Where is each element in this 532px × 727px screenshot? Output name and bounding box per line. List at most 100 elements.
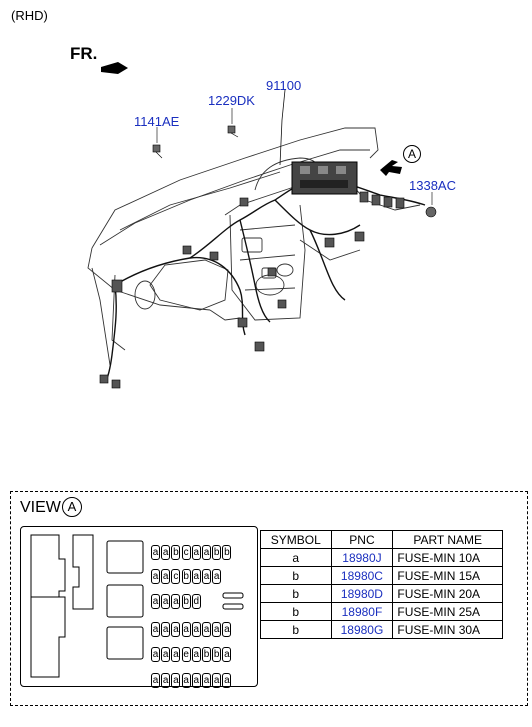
fuse-slot: a <box>191 673 201 688</box>
connector <box>209 251 219 261</box>
fuse-slot: b <box>171 545 181 560</box>
connector <box>254 341 265 352</box>
table-row: a 18980J FUSE-MIN 10A <box>260 548 503 567</box>
fuse-table: SYMBOL PNC PART NAME a 18980J FUSE-MIN 1… <box>260 530 503 639</box>
cell-pnc[interactable]: 18980D <box>330 584 394 603</box>
cell-pnc[interactable]: 18980J <box>330 548 394 567</box>
table-row: b 18980F FUSE-MIN 25A <box>260 602 503 621</box>
front-label: FR. <box>70 44 98 63</box>
connector <box>267 267 277 277</box>
cell-pnc[interactable]: 18980F <box>330 602 394 621</box>
glovebox <box>149 259 229 311</box>
junction-box <box>291 161 358 195</box>
table-header-symbol: SYMBOL <box>260 530 332 549</box>
fuse-slot: a <box>191 622 201 637</box>
callout-1338ac: 1338AC <box>409 178 456 193</box>
fuse-slot: a <box>191 545 201 560</box>
fuse-slot: a <box>212 569 222 584</box>
fuse-slot: b <box>181 569 191 584</box>
table-row: b 18980C FUSE-MIN 15A <box>260 566 503 585</box>
fuse-slot: a <box>151 647 160 662</box>
cell-part-name: FUSE-MIN 30A <box>392 620 503 639</box>
connector <box>182 245 192 255</box>
fuse-slot: a <box>171 594 181 609</box>
cell-part-name: FUSE-MIN 25A <box>392 602 503 621</box>
fuse-slot: a <box>212 673 222 688</box>
fuse-slot: a <box>171 622 181 637</box>
fuse-slot: a <box>222 647 232 662</box>
fuse-slot: a <box>191 569 201 584</box>
callout-91100: 91100 <box>266 78 302 93</box>
nut-icon <box>425 206 437 218</box>
table-row: b 18980D FUSE-MIN 20A <box>260 584 503 603</box>
variant-label: (RHD) <box>11 8 48 23</box>
fuse-slot: a <box>151 622 160 637</box>
fuse-box-drawing <box>30 534 244 678</box>
fuse-slot: a <box>202 569 211 584</box>
view-title: VIEW <box>20 499 61 516</box>
view-arrow-icon <box>380 160 402 176</box>
fuse-slot: b <box>202 647 211 662</box>
connector <box>99 374 109 384</box>
front-arrow-icon <box>101 62 128 74</box>
fuse-slot: a <box>181 673 191 688</box>
cell-symbol: a <box>260 548 332 567</box>
fuse-slot: a <box>202 545 211 560</box>
cell-symbol: b <box>260 620 332 639</box>
table-header-part-name: PART NAME <box>392 530 503 549</box>
fuse-slot: a <box>212 622 222 637</box>
fuse-slot: a <box>161 673 171 688</box>
table-row: b 18980G FUSE-MIN 30A <box>260 620 503 639</box>
fuse-slot: d <box>191 594 201 609</box>
left-slot <box>72 534 94 610</box>
wiring-diagram <box>87 62 437 389</box>
table-header-pnc: PNC <box>330 530 394 549</box>
fuse-slot: a <box>222 673 232 688</box>
fuse-slot: a <box>161 545 171 560</box>
connector <box>277 299 287 309</box>
fuse-slot: e <box>181 647 191 662</box>
cell-part-name: FUSE-MIN 10A <box>392 548 503 567</box>
connector <box>359 191 369 203</box>
harness-main <box>114 256 246 336</box>
callout-1141ae: 1141AE <box>134 114 180 129</box>
fuse-slot: a <box>151 594 160 609</box>
fuse-slot: b <box>222 545 232 560</box>
fuse-slot: a <box>151 569 160 584</box>
fuse-slot: a <box>161 647 171 662</box>
cell-symbol: b <box>260 566 332 585</box>
connector <box>237 317 248 328</box>
bolt-icon <box>227 125 239 138</box>
connector <box>371 194 381 206</box>
cell-part-name: FUSE-MIN 15A <box>392 566 503 585</box>
relay <box>106 540 144 574</box>
fuse-slot: a <box>171 673 181 688</box>
fuse-slot: a <box>161 569 171 584</box>
fuse-slot: c <box>181 545 191 560</box>
fuse-slot: c <box>171 569 181 584</box>
fuse-slot: a <box>202 673 211 688</box>
fuse-slot: a <box>191 647 201 662</box>
fuse-slot: b <box>212 647 222 662</box>
relay <box>106 626 144 660</box>
connector <box>395 197 405 209</box>
view-ref-badge: A <box>62 497 82 517</box>
fuse-slot: a <box>222 622 232 637</box>
connector <box>324 237 335 248</box>
connector <box>383 196 393 208</box>
bolt-icon <box>152 144 163 159</box>
connector <box>111 379 121 389</box>
fuse-slot: a <box>171 647 181 662</box>
dashboard-top <box>91 127 379 249</box>
view-panel <box>10 491 528 706</box>
relay <box>106 584 144 618</box>
cell-pnc[interactable]: 18980C <box>330 566 394 585</box>
connector <box>354 231 365 242</box>
fuse-slot: b <box>181 594 191 609</box>
fuse-slot: a <box>202 622 211 637</box>
fuse-slot: a <box>181 622 191 637</box>
fuse-slot: a <box>161 594 171 609</box>
cell-pnc[interactable]: 18980G <box>330 620 394 639</box>
fuse-slot: a <box>151 673 160 688</box>
